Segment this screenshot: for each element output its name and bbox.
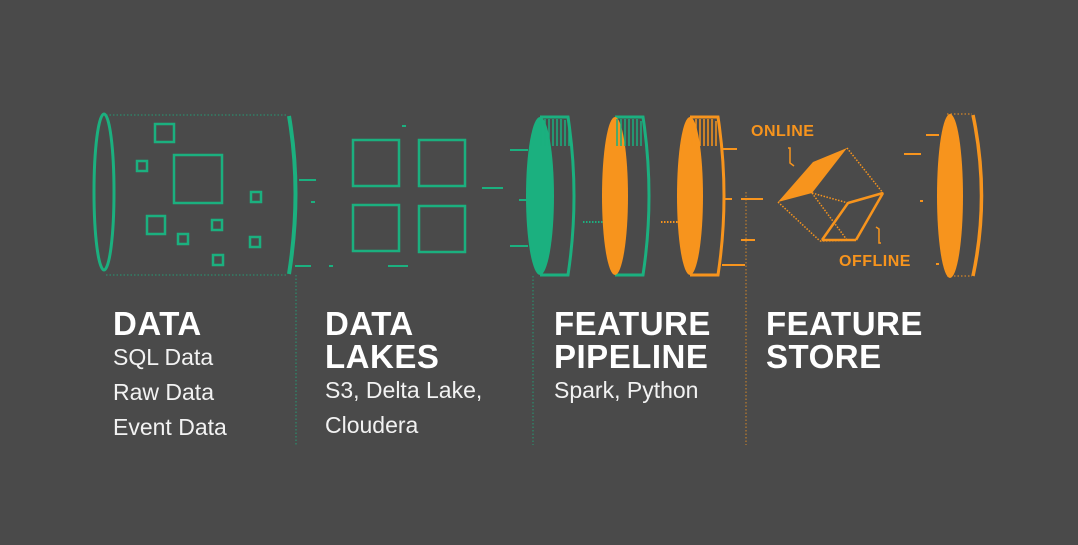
- feature-pipeline-discs-icon: [500, 115, 745, 277]
- offline-label: OFFLINE: [839, 253, 911, 270]
- stage-title: FEATURE STORE: [766, 305, 923, 375]
- stage-item: Event Data: [113, 414, 227, 440]
- stage-title: DATA LAKES: [325, 305, 440, 375]
- data-lakes-grid-icon: [329, 125, 503, 267]
- stage-title: FEATURE PIPELINE: [554, 305, 711, 375]
- stage-feature-pipeline: FEATURE PIPELINE Spark, Python: [554, 307, 711, 408]
- stage-item: SQL Data: [113, 344, 214, 370]
- stage-item: S3, Delta Lake,: [325, 377, 483, 403]
- stage-item: Raw Data: [113, 379, 214, 405]
- stage-feature-store: FEATURE STORE: [766, 307, 923, 373]
- stage-item: Spark, Python: [554, 377, 699, 403]
- stage-data-lakes: DATA LAKES S3, Delta Lake, Cloudera: [325, 307, 482, 443]
- online-label: ONLINE: [751, 123, 815, 140]
- data-cylinder-icon: [92, 112, 316, 276]
- feature-store-disc-icon: [904, 113, 984, 278]
- feature-store-cube-icon: [741, 147, 885, 244]
- stage-data: DATA SQL Data Raw Data Event Data: [113, 307, 227, 445]
- stage-item: Cloudera: [325, 412, 419, 438]
- stage-title: DATA: [113, 305, 202, 342]
